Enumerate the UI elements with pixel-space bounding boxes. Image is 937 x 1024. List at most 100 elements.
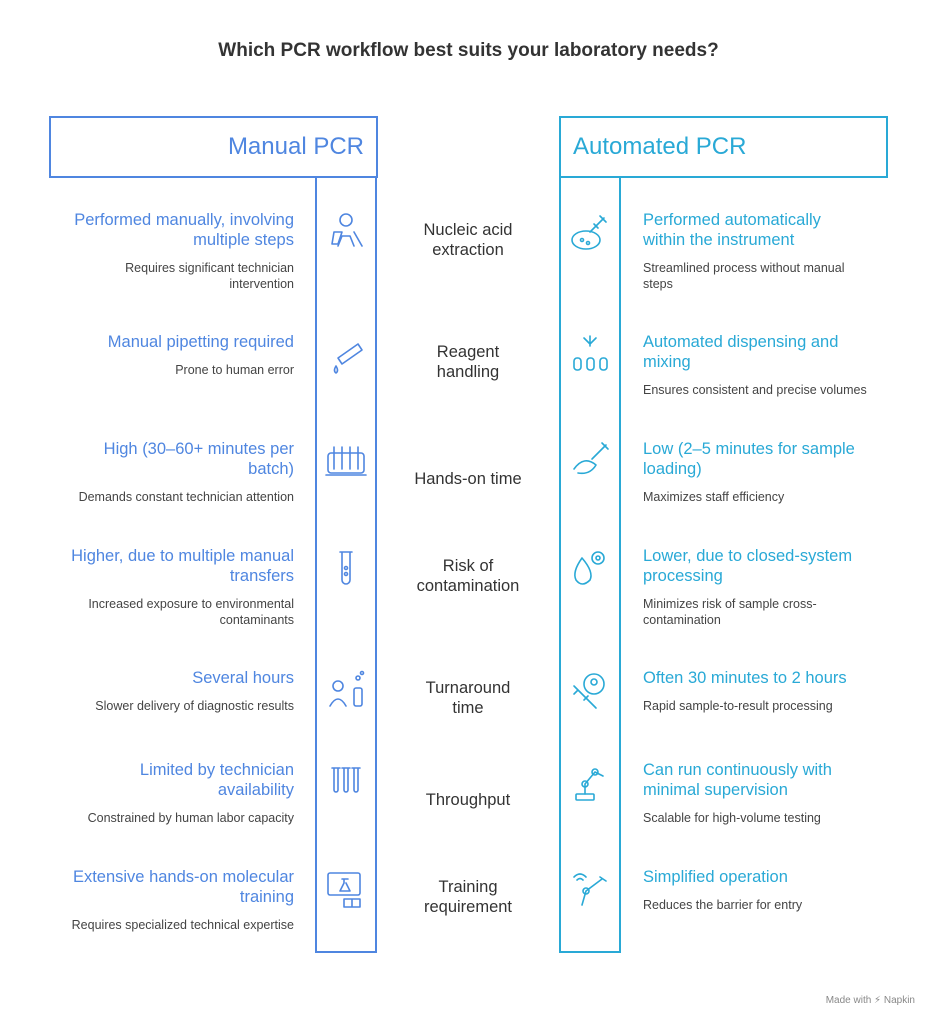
automated-column-frame [559, 178, 621, 953]
manual-point-4: Higher, due to multiple manual transfers [44, 546, 294, 586]
automated-point-1-line: Performed automatically [643, 211, 821, 229]
manual-point-6-line: Limited by technician [139, 761, 294, 779]
automated-point-5: Often 30 minutes to 2 hours [643, 668, 883, 688]
automated-pcr-header: Automated PCR [559, 116, 888, 178]
manual-detail-1-line: intervention [229, 277, 294, 291]
automated-point-5-line: Often 30 minutes to 2 hours [643, 669, 847, 687]
automated-point-6: Can run continuously with minimal supervi… [643, 760, 883, 800]
dispensing-icon [568, 332, 612, 376]
automated-point-4-line: Lower, due to closed-system [643, 547, 853, 565]
criterion-4: Risk of contamination [392, 556, 544, 596]
manual-point-2: Manual pipetting required [44, 332, 294, 352]
manual-detail-4-line: contaminants [219, 613, 294, 627]
pipette-icon [324, 332, 368, 376]
manual-point-6: Limited by technician availability [44, 760, 294, 800]
criterion-7: Training requirement [392, 877, 544, 917]
automated-detail-4-line: contamination [643, 613, 721, 627]
training-screen-icon [324, 867, 368, 911]
made-with-napkin: Made with ⚡ Napkin [825, 995, 915, 1006]
manual-detail-2: Prone to human error [44, 362, 294, 378]
syringe-dish-icon [568, 210, 612, 254]
automated-detail-4: Minimizes risk of sample cross-contamina… [643, 596, 883, 628]
criterion-7-line: Training [438, 878, 498, 896]
criterion-6-line: Throughput [425, 791, 511, 809]
automated-point-3-line: loading) [643, 460, 702, 478]
manual-point-5-line: Several hours [192, 669, 294, 687]
automated-point-4-line: processing [643, 567, 723, 585]
manual-point-1: Performed manually, involving multiple st… [44, 210, 294, 250]
criterion-5-line: Turnaround [425, 679, 511, 697]
criterion-6: Throughput [392, 790, 544, 810]
hand-syringe-icon [568, 439, 612, 483]
criterion-7-line: requirement [423, 898, 513, 916]
page-title: Which PCR workflow best suits your labor… [218, 40, 719, 61]
manual-detail-2-line: Prone to human error [175, 363, 294, 377]
criterion-3-line: Hands-on time [414, 470, 522, 488]
automated-point-6-line: Can run continuously with [643, 761, 832, 779]
automated-detail-1-line: Streamlined process without manual [643, 261, 845, 275]
manual-point-7: Extensive hands-on molecular training [44, 867, 294, 907]
manual-detail-6: Constrained by human labor capacity [44, 810, 294, 826]
manual-point-4-line: Higher, due to multiple manual [71, 547, 294, 565]
manual-point-7-line: Extensive hands-on molecular [72, 868, 294, 886]
manual-detail-5: Slower delivery of diagnostic results [44, 698, 294, 714]
technician-lab-icon [324, 210, 368, 254]
automated-detail-7-line: Reduces the barrier for entry [643, 898, 803, 912]
criterion-1: Nucleic acid extraction [392, 220, 544, 260]
criterion-5-line: time [452, 699, 484, 717]
manual-pcr-label: Manual PCR [227, 133, 364, 160]
criterion-2-line: Reagent [436, 343, 500, 361]
manual-detail-3-line: Demands constant technician attention [78, 490, 294, 504]
manual-point-1-line: multiple steps [193, 231, 294, 249]
automated-pcr-label: Automated PCR [573, 133, 747, 160]
criterion-1-line: Nucleic acid [423, 221, 513, 239]
manual-point-3-line: High (30–60+ minutes per [103, 440, 294, 458]
manual-column-frame [315, 178, 377, 953]
automated-detail-5: Rapid sample-to-result processing [643, 698, 883, 714]
automated-detail-4-line: Minimizes risk of sample cross- [643, 597, 817, 611]
manual-point-4-line: transfers [229, 567, 294, 585]
automated-detail-5-line: Rapid sample-to-result processing [643, 699, 833, 713]
automated-point-2-line: Automated dispensing and [643, 333, 839, 351]
automated-detail-6: Scalable for high-volume testing [643, 810, 883, 826]
manual-detail-5-line: Slower delivery of diagnostic results [95, 699, 294, 713]
automated-detail-1-line: steps [643, 277, 673, 291]
manual-detail-7-line: Requires specialized technical expertise [71, 918, 294, 932]
automated-detail-1: Streamlined process without manual steps [643, 260, 883, 292]
automated-point-4: Lower, due to closed-system processing [643, 546, 883, 586]
automated-point-7: Simplified operation [643, 867, 883, 887]
automated-point-6-line: minimal supervision [643, 781, 788, 799]
manual-point-5: Several hours [44, 668, 294, 688]
manual-point-6-line: availability [217, 781, 294, 799]
manual-detail-3: Demands constant technician attention [44, 489, 294, 505]
criterion-2: Reagent handling [392, 342, 544, 382]
criterion-5: Turnaround time [392, 678, 544, 718]
manual-detail-6-line: Constrained by human labor capacity [87, 811, 294, 825]
automated-point-7-line: Simplified operation [643, 868, 788, 886]
wireless-arm-icon [568, 867, 612, 911]
manual-detail-7: Requires specialized technical expertise [44, 917, 294, 933]
criterion-4-line: contamination [416, 577, 520, 595]
criterion-4-line: Risk of [442, 557, 494, 575]
automated-detail-2: Ensures consistent and precise volumes [643, 382, 883, 398]
manual-detail-4-line: Increased exposure to environmental [88, 597, 294, 611]
automated-detail-3: Maximizes staff efficiency [643, 489, 883, 505]
manual-point-7-line: training [239, 888, 294, 906]
three-tubes-icon [324, 760, 368, 804]
automated-point-1-line: within the instrument [643, 231, 795, 249]
criterion-3: Hands-on time [392, 469, 544, 489]
robot-arm-icon [568, 760, 612, 804]
criterion-2-line: handling [436, 363, 500, 381]
manual-point-1-line: Performed manually, involving [74, 211, 294, 229]
syringe-badge-icon [568, 668, 612, 712]
manual-detail-4: Increased exposure to environmental conta… [44, 596, 294, 628]
manual-pcr-header: Manual PCR [49, 116, 378, 178]
drop-gear-icon [568, 546, 612, 590]
automated-detail-6-line: Scalable for high-volume testing [643, 811, 821, 825]
criterion-1-line: extraction [432, 241, 504, 259]
automated-detail-3-line: Maximizes staff efficiency [643, 490, 785, 504]
